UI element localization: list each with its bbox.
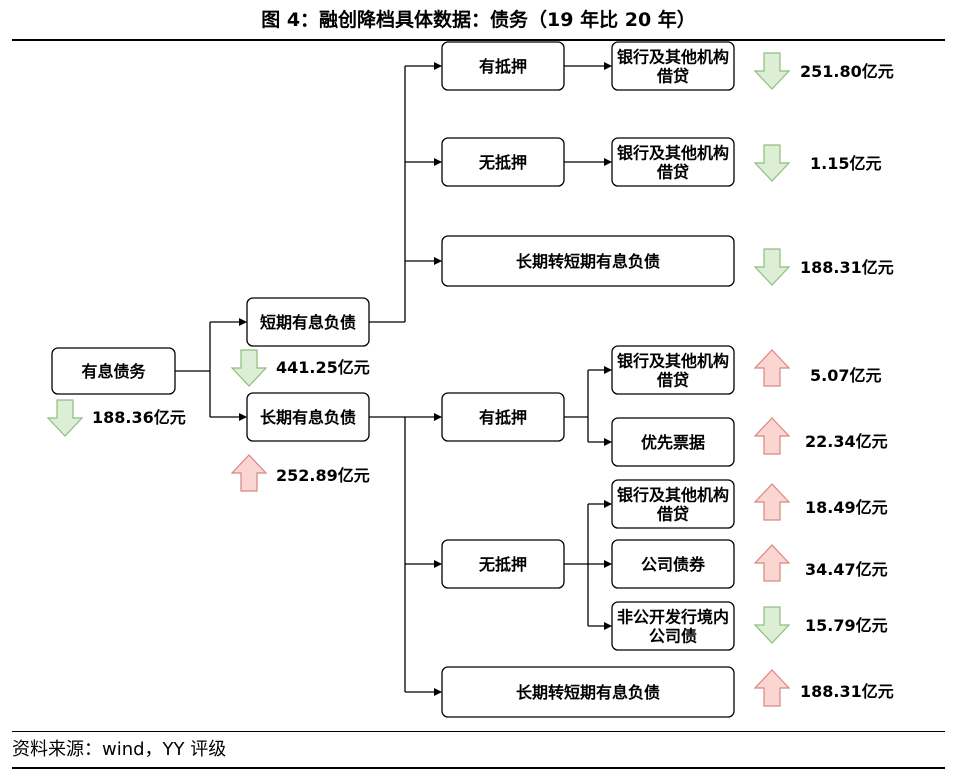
- node-label: 银行及其他机构: [617, 352, 729, 371]
- node-label: 有抵押: [479, 408, 527, 427]
- node-s-transfer: 长期转短期有息负债: [441, 235, 735, 287]
- up-arrow-icon-l-unsecured-bank: [753, 483, 791, 521]
- top-rule: [12, 39, 945, 41]
- change-value-l-transfer: 188.31亿元: [800, 682, 894, 701]
- change-indicators: 188.36亿元 441.25亿元 252.89亿元 251.80亿元 1.15亿元 18…: [46, 52, 894, 707]
- node-label: 银行及其他机构: [617, 144, 729, 163]
- down-arrow-icon-s-secured-bank: [753, 52, 791, 90]
- node-label: 无抵押: [478, 153, 527, 172]
- change-value-l-unsecured-private: 15.79亿元: [805, 616, 888, 635]
- node-s-secured: 有抵押: [441, 41, 565, 91]
- down-arrow-icon-l-unsecured-private: [753, 606, 791, 644]
- up-arrow-icon-l-transfer: [753, 669, 791, 707]
- change-value-s-secured-bank: 251.80亿元: [800, 62, 894, 81]
- up-arrow-icon-l-secured-bank: [753, 349, 791, 387]
- node-label: 借贷: [656, 505, 689, 524]
- figure-title: 图 4：融创降档具体数据：债务（19 年比 20 年）: [261, 9, 696, 31]
- node-s-unsecured: 无抵押: [441, 137, 565, 187]
- node-label: 有抵押: [479, 57, 527, 76]
- down-arrow-icon-s-unsecured-bank: [753, 144, 791, 182]
- change-value-l-secured-bank: 5.07亿元: [810, 366, 881, 385]
- node-l-secured: 有抵押: [441, 392, 565, 442]
- change-value-long: 252.89亿元: [276, 466, 370, 485]
- node-label: 银行及其他机构: [617, 486, 729, 505]
- node-boxes: 有息债务短期有息负债长期有息负债有抵押无抵押长期转短期有息负债银行及其他机构借贷…: [51, 41, 735, 718]
- node-label: 长期有息负债: [260, 408, 356, 427]
- source-divider: [12, 731, 945, 732]
- node-l-unsecured-bonds: 公司债券: [611, 539, 735, 589]
- up-arrow-icon-l-secured-notes: [753, 417, 791, 455]
- change-value-l-unsecured-bonds: 34.47亿元: [805, 560, 888, 579]
- node-label: 银行及其他机构: [617, 48, 729, 67]
- up-arrow-icon-l-unsecured-bonds: [753, 544, 791, 582]
- node-label: 长期转短期有息负债: [516, 683, 660, 702]
- change-value-s-unsecured-bank: 1.15亿元: [810, 154, 881, 173]
- node-l-transfer: 长期转短期有息负债: [441, 666, 735, 718]
- change-value-short: 441.25亿元: [276, 358, 370, 377]
- change-value-l-secured-notes: 22.34亿元: [805, 432, 888, 451]
- node-l-secured-notes: 优先票据: [611, 417, 735, 467]
- source-note: 资料来源：wind，YY 评级: [12, 739, 227, 760]
- node-short: 短期有息负债: [246, 297, 370, 347]
- change-value-root: 188.36亿元: [92, 408, 186, 427]
- down-arrow-icon-s-transfer: [753, 248, 791, 286]
- node-label: 借贷: [656, 67, 689, 86]
- down-arrow-icon-short: [230, 349, 268, 387]
- node-label: 无抵押: [478, 555, 527, 574]
- change-value-l-unsecured-bank: 18.49亿元: [805, 498, 888, 517]
- change-value-s-transfer: 188.31亿元: [800, 258, 894, 277]
- node-label: 公司债券: [641, 555, 706, 574]
- node-root: 有息债务: [51, 347, 176, 395]
- connector-lines: [175, 62, 612, 696]
- node-label: 有息债务: [81, 362, 146, 381]
- node-label: 公司债: [649, 627, 697, 646]
- node-label: 长期转短期有息负债: [516, 252, 660, 271]
- node-label: 短期有息负债: [260, 313, 356, 332]
- node-label: 优先票据: [641, 433, 705, 452]
- node-label: 借贷: [656, 371, 689, 390]
- node-l-unsecured: 无抵押: [441, 539, 565, 589]
- node-label: 非公开发行境内: [617, 608, 729, 627]
- bottom-rule: [12, 767, 945, 769]
- node-long: 长期有息负债: [246, 392, 370, 442]
- up-arrow-icon-long: [230, 454, 268, 492]
- down-arrow-icon-root: [46, 399, 84, 437]
- node-label: 借贷: [656, 163, 689, 182]
